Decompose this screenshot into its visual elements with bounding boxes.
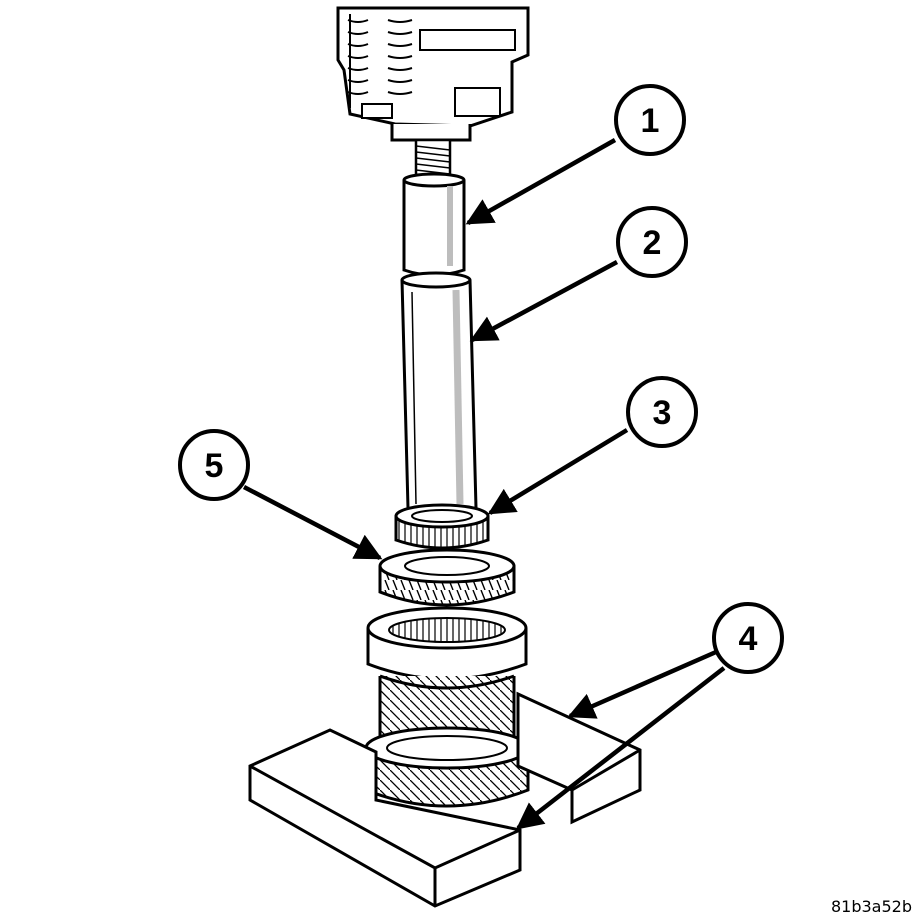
svg-text:5: 5 (205, 447, 224, 485)
svg-text:1: 1 (641, 102, 660, 140)
svg-text:2: 2 (643, 224, 662, 262)
svg-text:4: 4 (739, 620, 758, 658)
callout-1: 1 (614, 84, 686, 156)
figure-id: 81b3a52b (831, 897, 912, 916)
callout-5: 5 (178, 429, 250, 501)
leader-5 (242, 485, 383, 560)
callout-2: 2 (616, 206, 688, 278)
gear-stack (364, 606, 530, 808)
adapter-cylinder (402, 172, 466, 277)
svg-text:3: 3 (653, 394, 672, 432)
synchro-gear (378, 548, 516, 607)
driver-tube (400, 271, 478, 515)
callout-4: 4 (712, 602, 784, 674)
leader-4b (515, 666, 726, 830)
callout-3: 3 (626, 376, 698, 448)
leader-4a (567, 649, 717, 719)
support-block-right (516, 691, 642, 825)
callout-leaders (242, 138, 726, 830)
leader-1 (465, 138, 617, 225)
press-springs (347, 19, 413, 95)
press-head (336, 6, 530, 142)
threaded-stud (414, 138, 452, 178)
leader-3 (487, 428, 629, 515)
support-block-left (248, 728, 522, 908)
leader-2 (469, 260, 619, 342)
bearing (394, 503, 490, 550)
